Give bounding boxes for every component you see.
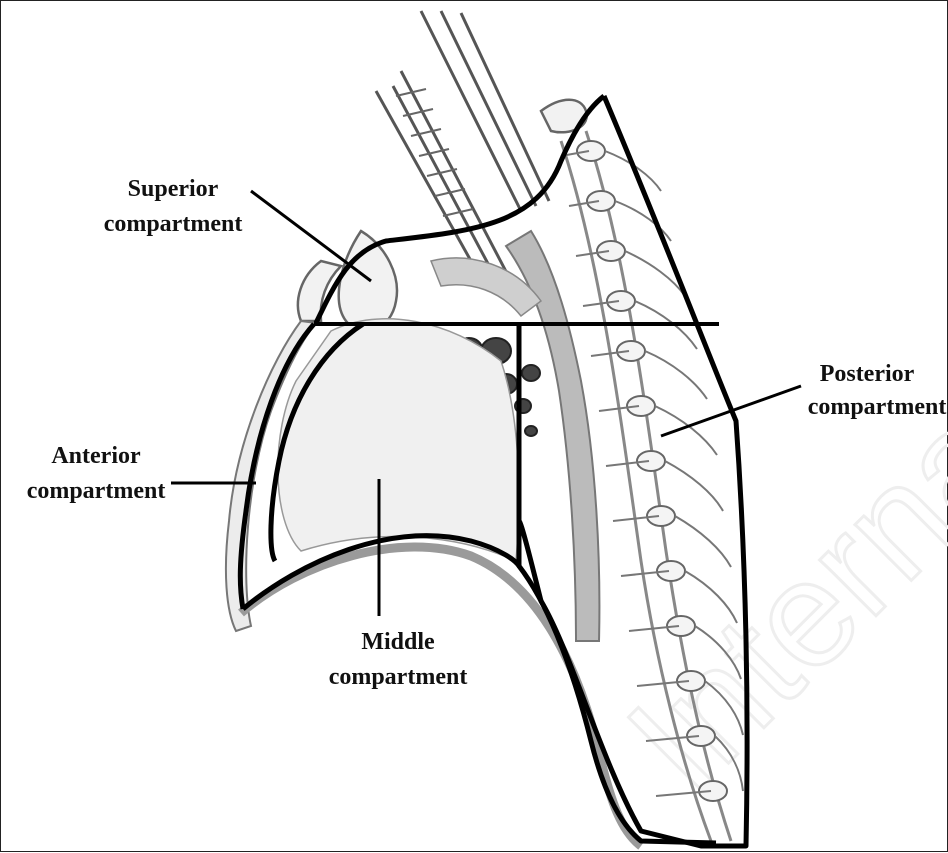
label-anterior: Anterior compartment	[27, 443, 166, 504]
superior-label-line1: Superior	[128, 176, 219, 202]
label-superior: Superior compartment	[104, 176, 243, 237]
label-middle: Middle compartment	[329, 629, 468, 690]
superior-leader	[251, 191, 371, 281]
anterior-label-line1: Anterior	[51, 443, 141, 469]
middle-label-line1: Middle	[361, 629, 435, 655]
middle-label-line2: compartment	[329, 664, 468, 690]
posterior-leader	[661, 386, 801, 436]
posterior-label-line2: compartment	[808, 394, 947, 420]
superior-label-line2: compartment	[104, 211, 243, 237]
anterior-label-line2: compartment	[27, 478, 166, 504]
heart-illustration	[278, 319, 519, 561]
posterior-label-line1: Posterior	[820, 361, 915, 387]
